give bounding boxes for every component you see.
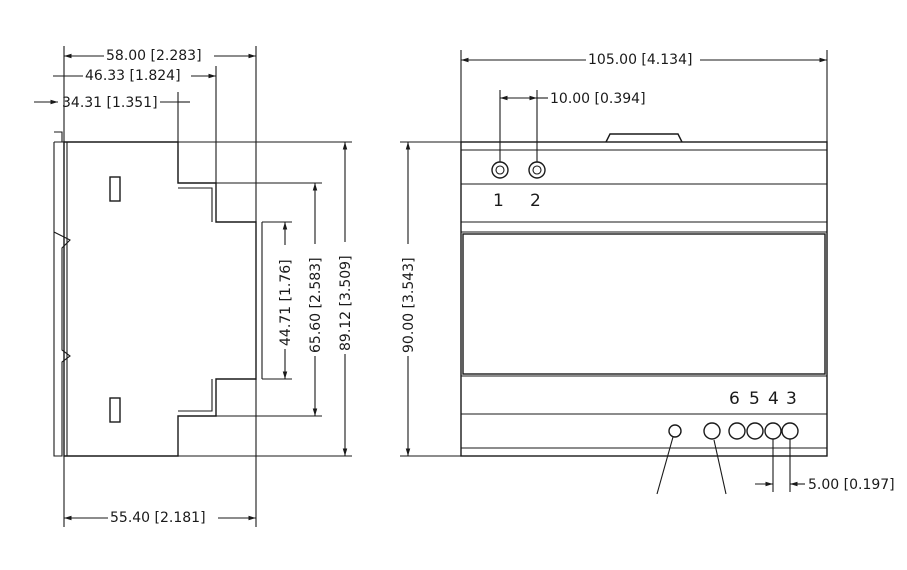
dim-terminal-spacing: 10.00 [0.394] [550,91,646,107]
dim-width-inner: 34.31 [1.351] [62,95,158,111]
indicator-led-small [668,424,682,438]
terminal-screw-1 [491,161,509,179]
dim-height-small: 44.71 [1.76] [278,259,294,346]
led-5 [746,422,764,440]
side-vent-top [109,176,121,202]
led-4 [764,422,782,440]
dim-width-total: 58.00 [2.283] [106,48,202,64]
dim-height-total: 89.12 [3.509] [338,255,354,351]
indicator-led-large [703,422,721,440]
side-view-outline [63,141,257,457]
dim-width-bottom: 55.40 [2.181] [110,510,206,526]
terminal-label-2: 2 [530,191,541,211]
terminal-screw-2 [528,161,546,179]
dim-height-mid: 65.60 [2.583] [308,257,324,353]
front-view-outline [460,141,828,457]
dim-front-width-total: 105.00 [4.134] [588,52,692,68]
led-6 [728,422,746,440]
led-label-5: 5 [749,389,760,409]
side-view: 58.00 [2.283] 46.33 [1.824] 34.31 [1.351… [34,46,354,527]
side-vent-bottom [109,397,121,423]
side-view-inner-outline [177,150,263,412]
dim-front-height-total: 90.00 [3.543] [401,257,417,353]
front-view: 1 2 6 5 4 3 105.00 [4.134] 10.00 [0.394] [398,50,895,495]
terminal-label-1: 1 [493,191,504,211]
led-3 [781,422,799,440]
display-window [462,233,826,375]
led-label-6: 6 [729,389,740,409]
dim-led-spacing: 5.00 [0.197] [808,477,895,493]
din-clip [53,131,71,457]
dim-width-mid: 46.33 [1.824] [85,68,181,84]
led-label-3: 3 [786,389,797,409]
led-label-4: 4 [768,389,779,409]
top-latch [605,133,683,143]
